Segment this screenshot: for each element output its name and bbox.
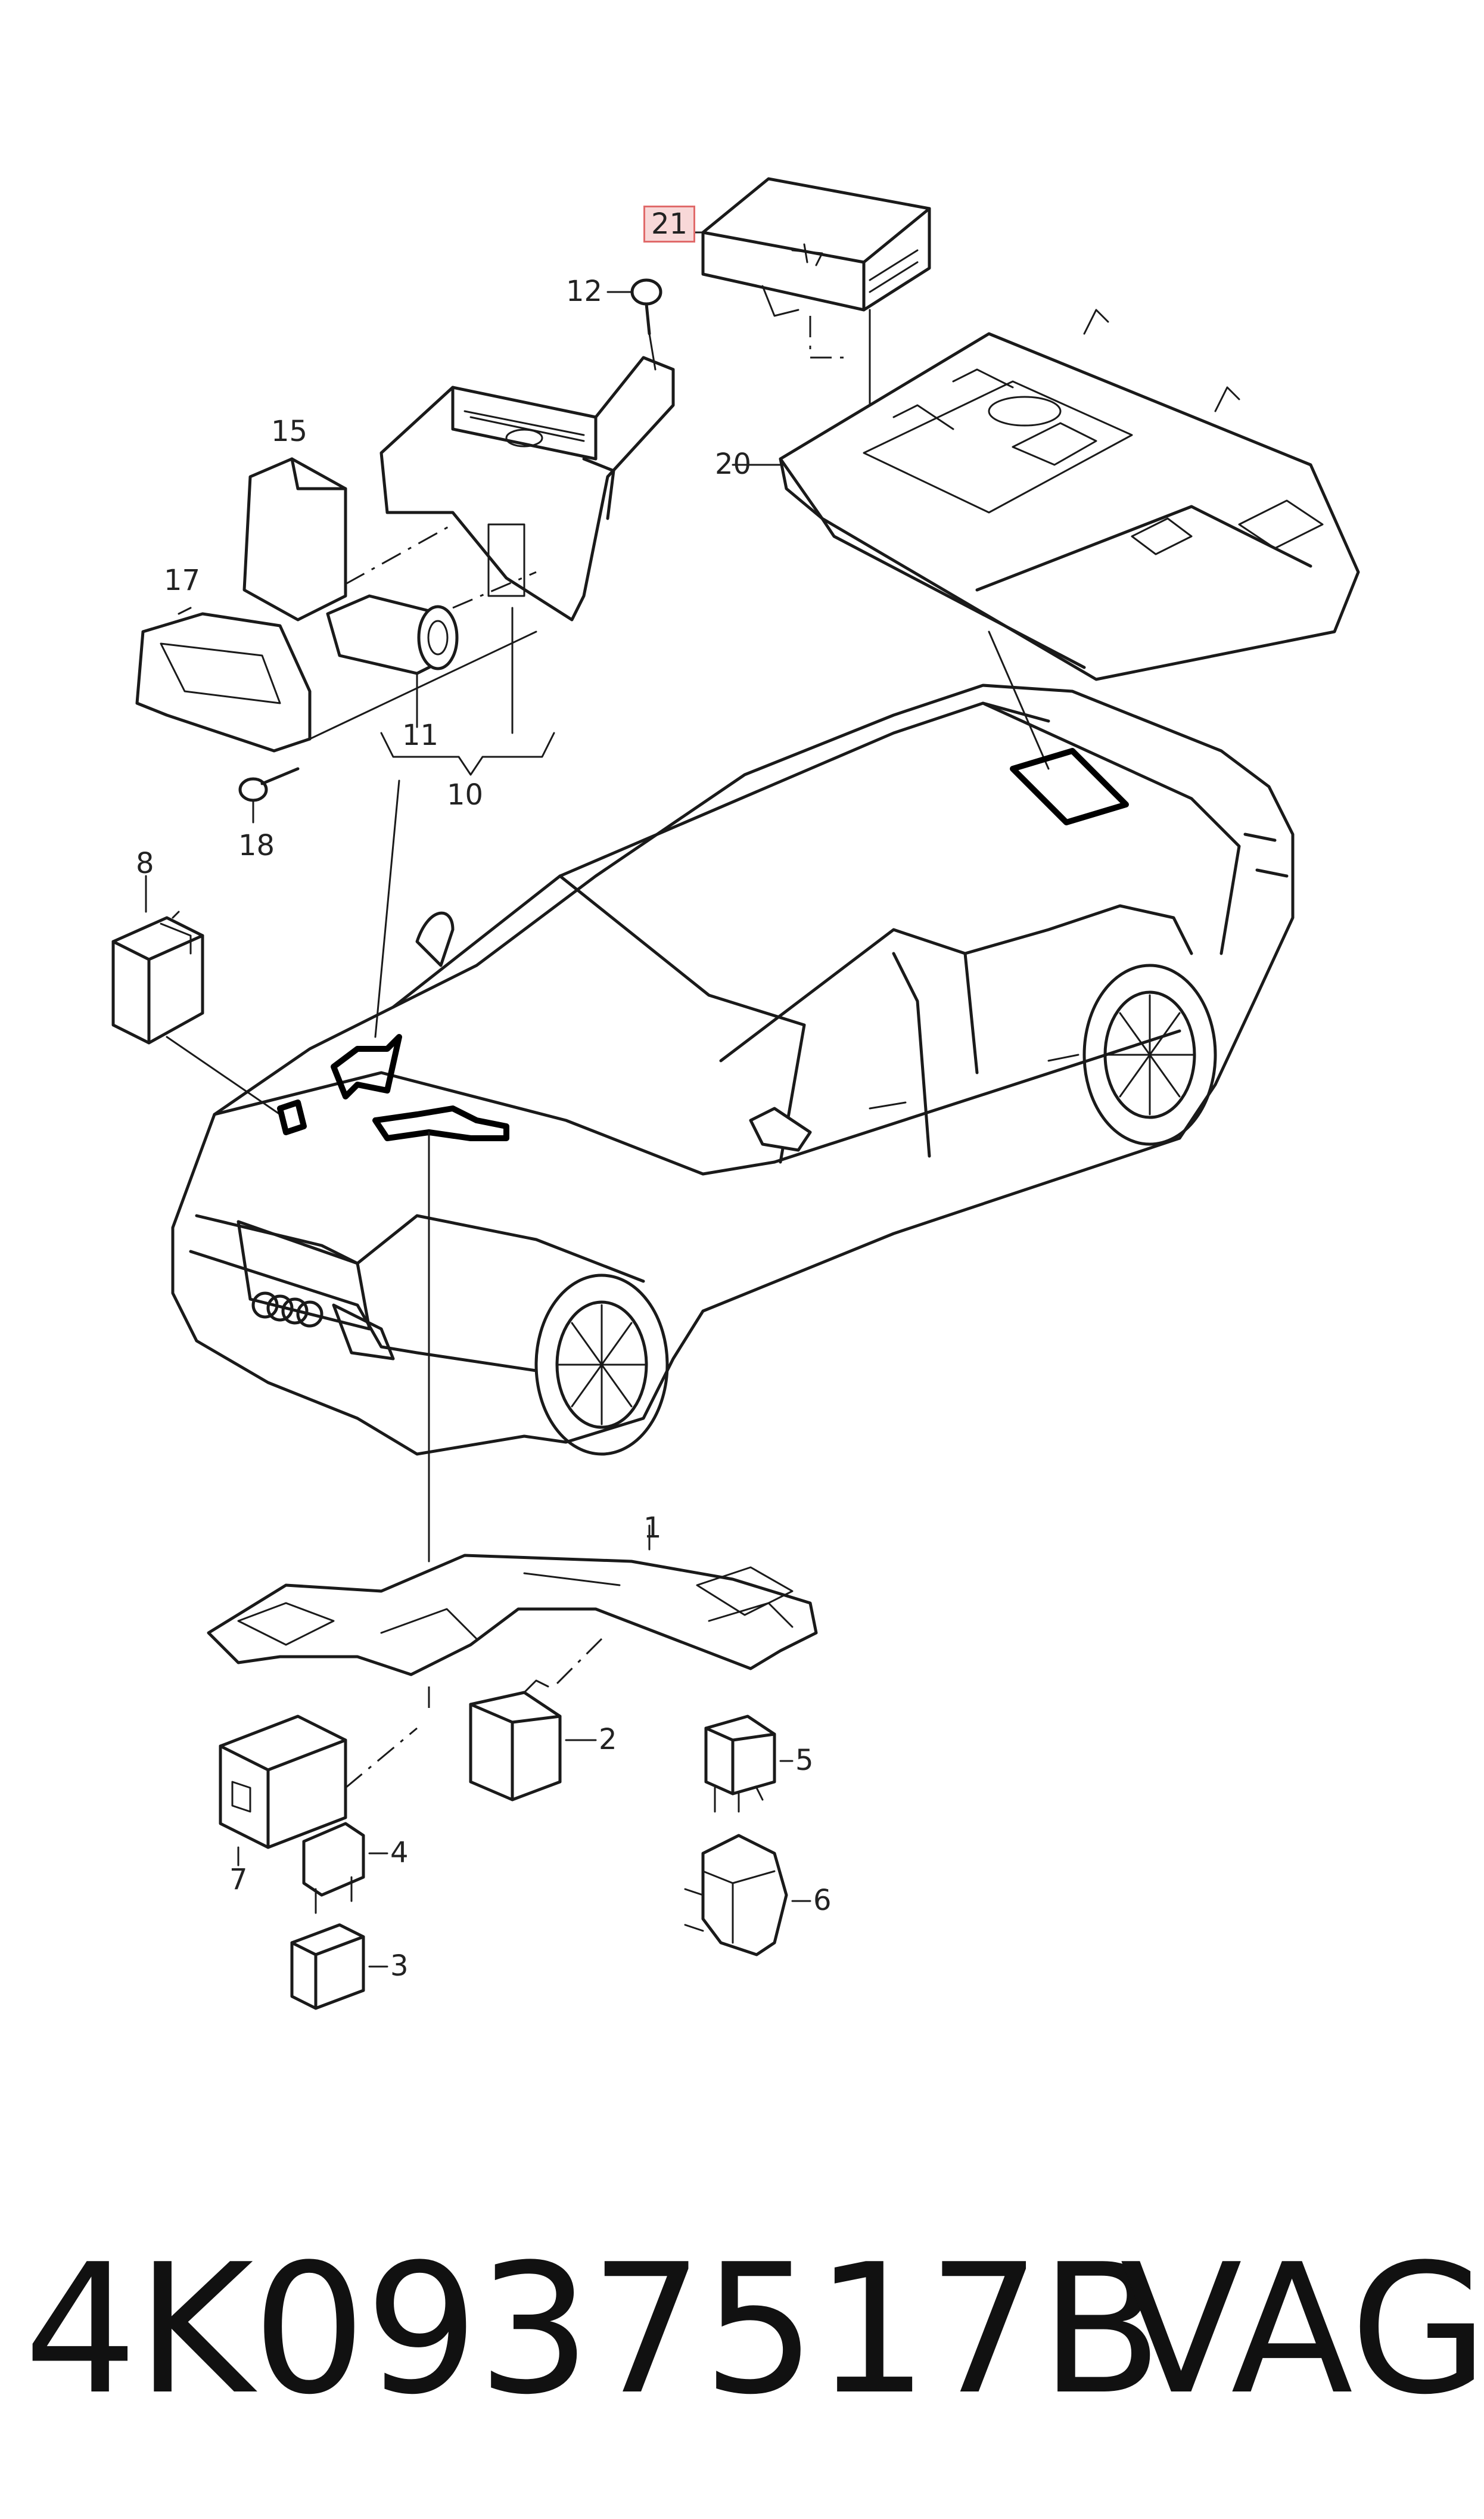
callout-6[interactable]: 6	[813, 1884, 832, 1917]
callout-15[interactable]: 15	[271, 415, 308, 448]
outline-part-1-location	[372, 1105, 509, 1141]
callout-12[interactable]: 12	[566, 275, 603, 308]
callout-10[interactable]: 10	[447, 778, 484, 812]
callout-4[interactable]: 4	[390, 1836, 409, 1869]
callout-2[interactable]: 2	[599, 1723, 617, 1756]
screw-12	[630, 278, 662, 336]
bracket-assembly	[379, 356, 675, 622]
fuse-holder-bracket-1	[207, 1554, 818, 1676]
socket-11	[326, 594, 459, 675]
callout-17[interactable]: 17	[164, 564, 201, 597]
callout-3[interactable]: 3	[390, 1949, 409, 1983]
callout-8[interactable]: 8	[136, 847, 154, 880]
relay-15	[242, 457, 347, 622]
control-module-21	[701, 177, 931, 317]
relay-socket-6	[684, 1834, 788, 1956]
module-8	[111, 911, 204, 1045]
relay-2	[469, 1679, 562, 1801]
car-body	[171, 684, 1295, 1456]
callout-7[interactable]: 7	[229, 1863, 248, 1896]
callout-20[interactable]: 20	[715, 448, 752, 481]
carrier-tray-20	[779, 309, 1360, 681]
relay-7	[219, 1714, 347, 1849]
screw-18	[238, 767, 300, 802]
callout-11[interactable]: 11	[402, 719, 439, 752]
brand-label: VAG	[1120, 2226, 1484, 2434]
callout-21[interactable]: 21	[643, 206, 696, 243]
outline-part-21-location	[1010, 748, 1129, 825]
outline-part-10-location	[331, 1034, 402, 1099]
outline-part-8-location	[277, 1099, 307, 1135]
part-number: 4K0937517B	[24, 2226, 1162, 2434]
fuse-holder-3	[290, 1923, 365, 2010]
relay-5	[704, 1714, 776, 1813]
fuse-4	[302, 1822, 365, 1914]
bracket-17	[135, 612, 312, 753]
callout-5[interactable]: 5	[795, 1744, 814, 1777]
callout-18[interactable]: 18	[238, 829, 275, 862]
callout-1[interactable]: 1	[643, 1511, 662, 1545]
